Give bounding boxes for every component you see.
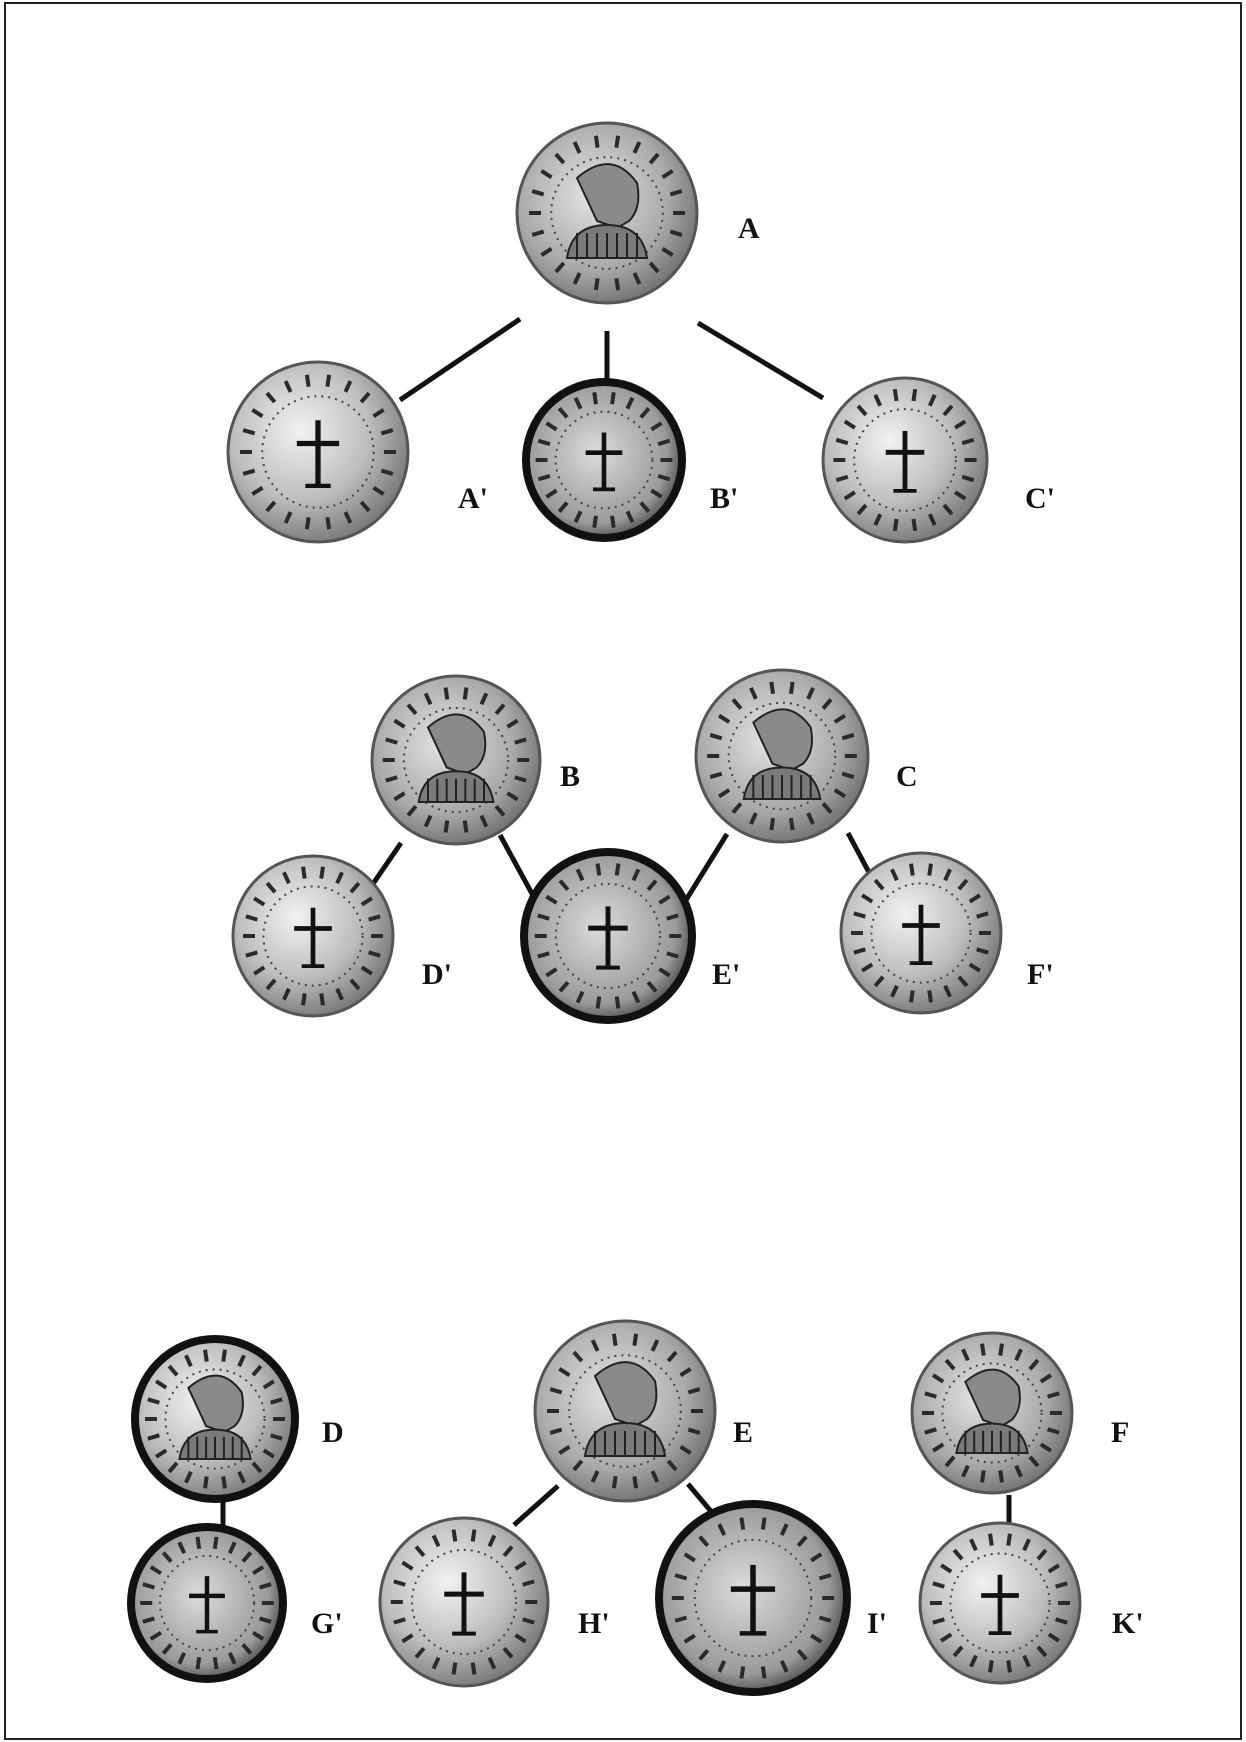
- coin-label-f: F: [1111, 1416, 1129, 1449]
- legend-letter-mark: [140, 1601, 152, 1605]
- coin-c1: [823, 378, 987, 542]
- coin-label-k1: K': [1112, 1607, 1144, 1640]
- legend-letter-mark: [383, 758, 395, 762]
- legend-letter-mark: [384, 450, 396, 454]
- legend-letter-mark: [979, 931, 991, 935]
- coin-label-e: E: [733, 1416, 753, 1449]
- legend-letter-mark: [517, 758, 529, 762]
- legend-letter-mark: [525, 1600, 537, 1604]
- legend-letter-mark: [243, 934, 255, 938]
- legend-letter-mark: [845, 754, 857, 758]
- coin-label-g1: G': [311, 1607, 343, 1640]
- coin-f1: [841, 853, 1001, 1013]
- coin-label-a: A: [738, 212, 760, 245]
- legend-letter-mark: [833, 458, 845, 462]
- legend-letter-mark: [672, 1596, 684, 1600]
- legend-letter-mark: [535, 934, 547, 938]
- coin-label-i1: I': [867, 1607, 887, 1640]
- legend-letter-mark: [529, 211, 541, 215]
- legend-letter-mark: [1058, 1601, 1070, 1605]
- coin-label-f1: F': [1027, 958, 1054, 991]
- connector-line-c-e1: [681, 834, 727, 908]
- coin-h1: [380, 1518, 548, 1686]
- coin-a: [517, 123, 697, 303]
- coin-d1: [233, 856, 393, 1016]
- coin-b: [372, 676, 540, 844]
- legend-letter-mark: [691, 1409, 703, 1413]
- connector-line-a-c1: [698, 323, 823, 398]
- legend-letter-mark: [262, 1601, 274, 1605]
- coin-f: [912, 1333, 1072, 1493]
- coin-label-d: D: [322, 1416, 344, 1449]
- legend-letter-mark: [371, 934, 383, 938]
- legend-letter-mark: [965, 458, 977, 462]
- coin-i1: [659, 1504, 847, 1692]
- legend-letter-mark: [922, 1411, 934, 1415]
- coin-label-d1: D': [422, 958, 452, 991]
- legend-letter-mark: [707, 754, 719, 758]
- legend-letter-mark: [930, 1601, 942, 1605]
- coin-e: [535, 1321, 715, 1501]
- coin-a1: [228, 362, 408, 542]
- coin-label-e1: E': [712, 958, 740, 991]
- connector-line-a-a1: [400, 319, 520, 400]
- coin-d: [135, 1339, 295, 1499]
- coin-label-b1: B': [710, 482, 738, 515]
- coin-label-b: B: [560, 760, 580, 793]
- coin-label-h1: H': [578, 1607, 610, 1640]
- legend-letter-mark: [822, 1596, 834, 1600]
- legend-letter-mark: [673, 211, 685, 215]
- legend-letter-mark: [391, 1600, 403, 1604]
- coin-g1: [131, 1527, 283, 1679]
- legend-letter-mark: [669, 934, 681, 938]
- coin-label-c1: C': [1025, 482, 1055, 515]
- coin-label-c: C: [896, 760, 918, 793]
- coin-e1: [524, 852, 692, 1020]
- coins: A A' B' C' B C D' E' F' D E F G' H' I' K': [131, 123, 1144, 1692]
- coin-c: [696, 670, 868, 842]
- coin-b1: [526, 382, 682, 538]
- coin-k1: [920, 1523, 1080, 1683]
- legend-letter-mark: [273, 1417, 285, 1421]
- legend-letter-mark: [851, 931, 863, 935]
- legend-letter-mark: [145, 1417, 157, 1421]
- legend-letter-mark: [547, 1409, 559, 1413]
- legend-letter-mark: [660, 458, 672, 462]
- coin-label-a1: A': [458, 482, 488, 515]
- legend-letter-mark: [1050, 1411, 1062, 1415]
- connector-line-e-h1: [514, 1486, 558, 1525]
- legend-letter-mark: [536, 458, 548, 462]
- legend-letter-mark: [240, 450, 252, 454]
